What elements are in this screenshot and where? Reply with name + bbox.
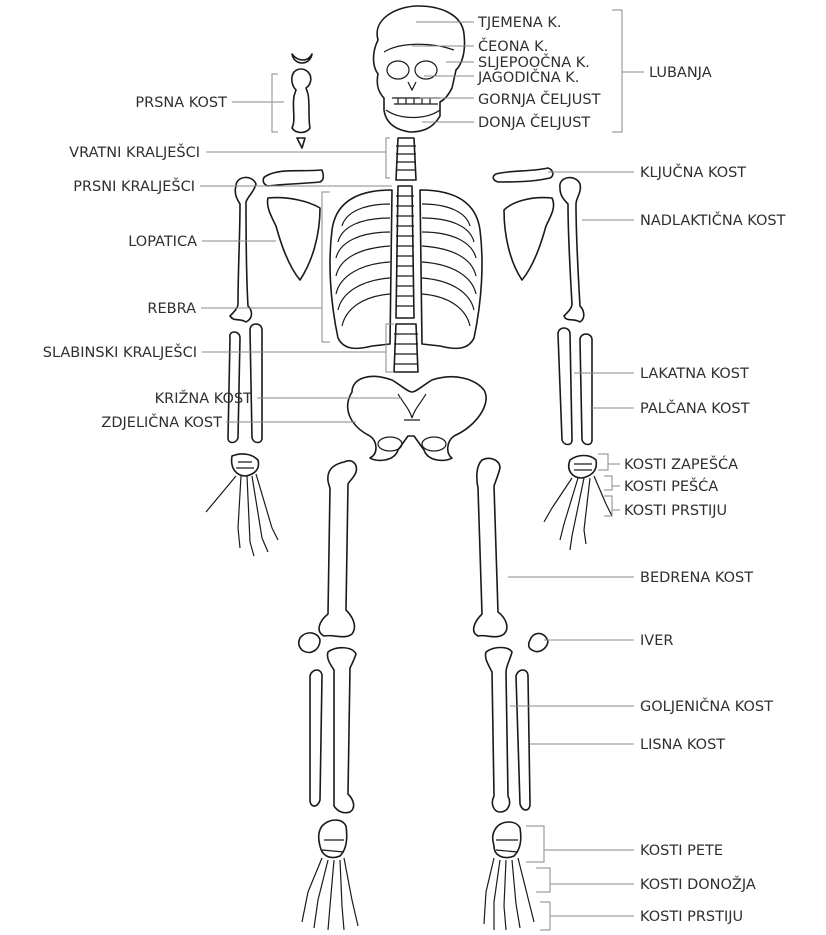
label-vratni-kraljesci: VRATNI KRALJEŠCI (69, 143, 200, 161)
label-ceona: ČEONA K. (478, 37, 548, 55)
label-jagodicna: JAGODIČNA K. (477, 68, 579, 86)
labels-skull: TJEMENA K. ČEONA K. SLJEPOOČNA K. JAGODI… (477, 15, 712, 131)
label-kosti-pete: KOSTI PETE (640, 843, 723, 859)
left-humerus (230, 177, 256, 322)
label-tjemena: TJEMENA K. (477, 15, 561, 31)
label-iver: IVER (640, 633, 673, 649)
left-scapula (267, 198, 320, 280)
label-prsni-kraljesci: PRSNI KRALJEŠCI (73, 177, 195, 195)
label-lopatica: LOPATICA (128, 234, 197, 250)
right-foot (484, 822, 534, 930)
label-palcana-kost: PALČANA KOST (640, 399, 750, 417)
left-femur (319, 461, 356, 637)
right-scapula (504, 198, 554, 280)
labels-right: KLJUČNA KOST NADLAKTIČNA KOST LAKATNA KO… (624, 163, 786, 925)
label-kosti-prstiju-noge: KOSTI PRSTIJU (640, 909, 743, 925)
label-sljepoocna: SLJEPOOČNA K. (478, 53, 590, 71)
label-prsna-kost: PRSNA KOST (135, 95, 227, 111)
label-kosti-donozja: KOSTI DONOŽJA (640, 875, 756, 893)
right-clavicle (493, 168, 553, 182)
label-goljenicna-kost: GOLJENIČNA KOST (640, 697, 773, 715)
label-lubanja: LUBANJA (649, 65, 712, 81)
right-femur (474, 458, 507, 636)
pelvis (348, 376, 486, 460)
label-krizna-kost: KRIŽNA KOST (155, 389, 253, 407)
right-humerus (560, 178, 584, 322)
spine (394, 138, 418, 372)
label-rebra: REBRA (147, 301, 196, 317)
left-patella (299, 633, 320, 652)
label-lakatna-kost: LAKATNA KOST (640, 366, 749, 382)
label-kosti-zapesca: KOSTI ZAPEŠĆA (624, 455, 738, 473)
left-lower-leg (310, 648, 356, 813)
labels-left: PRSNA KOST VRATNI KRALJEŠCI PRSNI KRALJE… (43, 95, 252, 431)
left-foot (302, 820, 358, 930)
label-zdjelicna-kost: ZDJELIČNA KOST (101, 413, 222, 431)
left-forearm (228, 324, 262, 443)
left-hand (206, 454, 278, 556)
right-forearm (558, 328, 592, 445)
label-kljucna-kost: KLJUČNA KOST (640, 163, 746, 181)
label-nadlakticna-kost: NADLAKTIČNA KOST (640, 211, 786, 229)
label-gornja-celjust: GORNJA ČELJUST (478, 90, 601, 108)
label-slabinski-kraljesci: SLABINSKI KRALJEŠCI (43, 343, 197, 361)
skull (374, 6, 465, 132)
label-kosti-prstiju-ruke: KOSTI PRSTIJU (624, 503, 727, 519)
label-donja-celjust: DONJA ČELJUST (478, 113, 590, 131)
left-clavicle (263, 170, 323, 186)
label-kosti-pesca: KOSTI PEŠĆA (624, 477, 718, 495)
label-lisna-kost: LISNA KOST (640, 737, 725, 753)
right-lower-leg (485, 648, 530, 813)
right-patella (529, 633, 548, 651)
label-bedrena-kost: BEDRENA KOST (640, 570, 753, 586)
sternum (292, 54, 312, 148)
